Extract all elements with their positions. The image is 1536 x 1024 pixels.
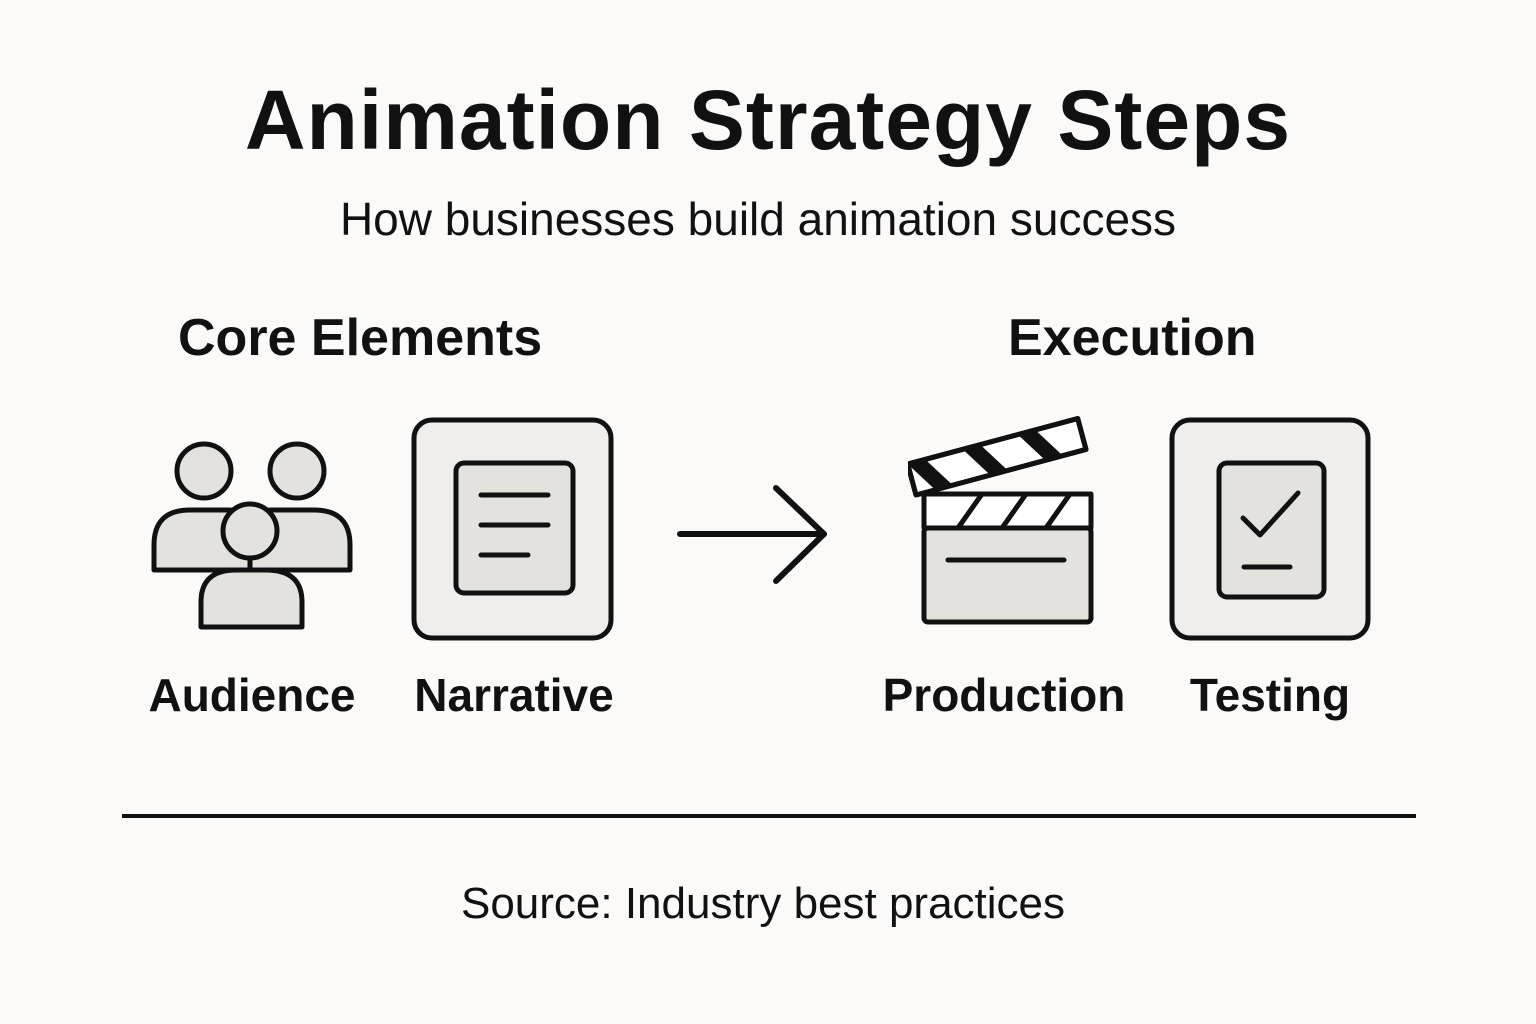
diagram-subtitle: How businesses build animation success (339, 193, 1177, 245)
label-narrative: Narrative (414, 669, 614, 721)
label-audience: Audience (148, 669, 356, 721)
clapperboard-icon (908, 416, 1094, 625)
divider (122, 814, 1416, 818)
label-production: Production (882, 669, 1126, 721)
people-group-icon (151, 441, 353, 630)
label-testing: Testing (1189, 669, 1351, 721)
checklist-document-icon (1169, 417, 1371, 641)
diagram-title: Animation Strategy Steps (244, 73, 1292, 167)
document-icon (411, 417, 614, 641)
section-heading-execution: Execution (1008, 309, 1257, 367)
section-heading-core-elements: Core Elements (178, 309, 543, 367)
source-note: Source: Industry best practices (460, 879, 1066, 928)
right-arrow-icon (677, 485, 827, 584)
